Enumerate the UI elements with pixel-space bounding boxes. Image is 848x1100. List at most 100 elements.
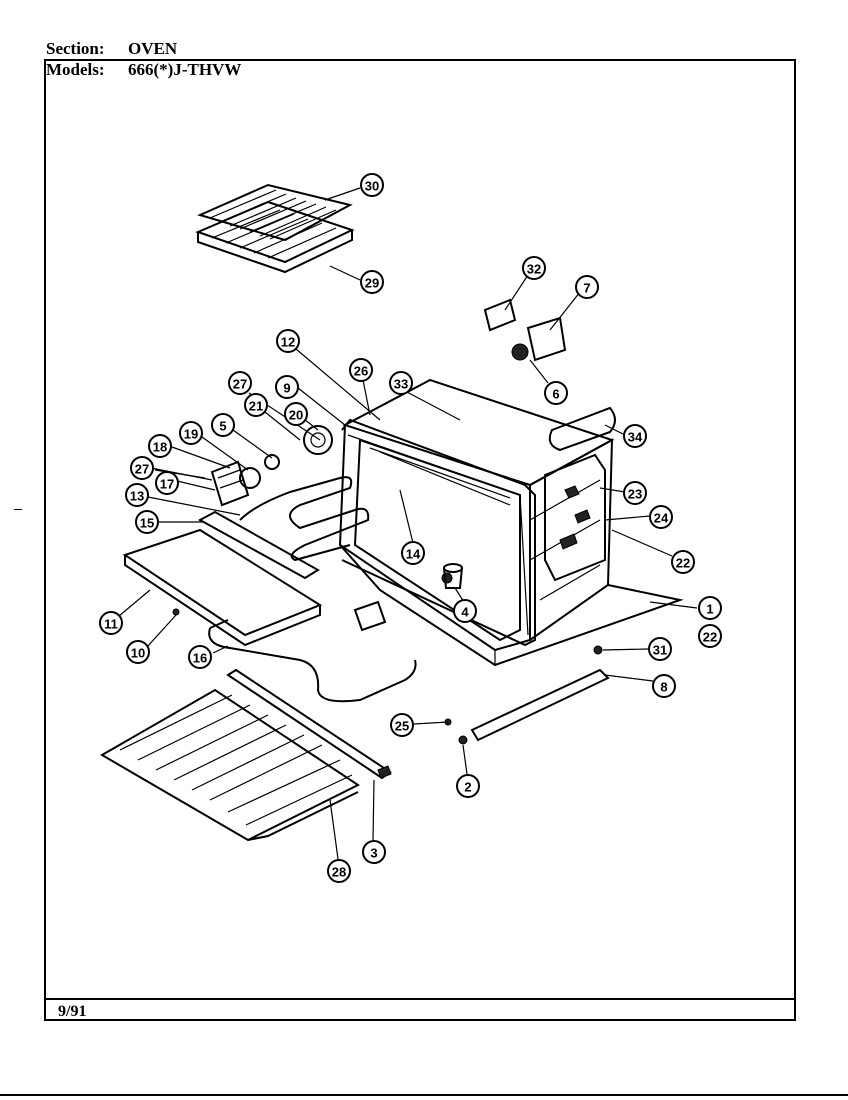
callout-15: 15 — [135, 510, 159, 534]
callout-20: 20 — [284, 402, 308, 426]
callout-number: 29 — [365, 276, 379, 291]
callout-32: 32 — [522, 256, 546, 280]
footer-date: 9/91 — [58, 1003, 87, 1020]
screws — [172, 608, 468, 745]
broil-element — [239, 476, 370, 562]
footer-divider — [44, 998, 796, 1000]
callout-19: 19 — [179, 421, 203, 445]
callout-number: 4 — [461, 605, 469, 620]
margin-tick — [14, 509, 22, 510]
callout-6: 6 — [544, 381, 568, 405]
callout-number: 23 — [628, 487, 642, 502]
oven-cavity — [338, 378, 684, 667]
callout-21: 21 — [244, 393, 268, 417]
callout-34: 34 — [623, 424, 647, 448]
callout-28: 28 — [327, 859, 351, 883]
callout-33: 33 — [389, 371, 413, 395]
section-value: OVEN — [128, 39, 178, 58]
bottom-rule — [0, 1094, 848, 1096]
callout-number: 6 — [552, 387, 559, 402]
callout-27: 27 — [228, 371, 252, 395]
diagram-frame — [44, 59, 796, 1021]
vent-trim — [548, 406, 616, 452]
terminal-block — [353, 572, 453, 632]
callout-number: 19 — [184, 427, 198, 442]
callout-1: 1 — [698, 596, 722, 620]
callout-number: 10 — [131, 646, 145, 661]
section-label: Section: — [46, 39, 105, 58]
callout-number: 31 — [653, 643, 667, 658]
callout-number: 22 — [703, 630, 717, 645]
callout-number: 9 — [283, 381, 290, 396]
callout-27: 27 — [130, 456, 154, 480]
callout-8: 8 — [652, 674, 676, 698]
callout-number: 30 — [365, 179, 379, 194]
control-bracket — [544, 453, 606, 582]
callout-31: 31 — [648, 637, 672, 661]
rack-support — [226, 668, 392, 780]
callout-number: 18 — [153, 440, 167, 455]
convection-fan — [210, 425, 333, 507]
callout-number: 7 — [583, 281, 590, 296]
callout-number: 24 — [654, 511, 669, 526]
callout-7: 7 — [575, 275, 599, 299]
callout-number: 5 — [219, 419, 226, 434]
callout-number: 1 — [706, 602, 713, 617]
section-header: Section: OVEN — [46, 40, 177, 58]
door-frame-gasket — [341, 418, 536, 647]
callout-11: 11 — [99, 611, 123, 635]
callout-25: 25 — [390, 713, 414, 737]
callout-number: 16 — [193, 651, 207, 666]
callout-2: 2 — [456, 774, 480, 798]
callout-23: 23 — [623, 481, 647, 505]
callout-9: 9 — [275, 375, 299, 399]
callout-13: 13 — [125, 483, 149, 507]
callout-number: 32 — [527, 262, 541, 277]
thermostat-bracket — [483, 298, 567, 362]
callout-12: 12 — [276, 329, 300, 353]
callout-number: 12 — [281, 335, 295, 350]
callout-number: 27 — [233, 377, 247, 392]
callout-number: 11 — [104, 617, 118, 632]
callout-10: 10 — [126, 640, 150, 664]
callout-number: 34 — [628, 430, 643, 445]
callout-number: 15 — [140, 516, 154, 531]
callout-number: 13 — [130, 489, 144, 504]
callout-number: 2 — [464, 780, 471, 795]
callout-26: 26 — [349, 358, 373, 382]
models-value: 666(*)J-THVW — [128, 60, 242, 79]
callout-number: 27 — [135, 462, 149, 477]
callout-22: 22 — [671, 550, 695, 574]
callout-18: 18 — [148, 434, 172, 458]
callout-4: 4 — [453, 599, 477, 623]
callout-14: 14 — [401, 541, 425, 565]
callout-number: 3 — [370, 846, 377, 861]
callout-17: 17 — [155, 471, 179, 495]
callout-22: 22 — [698, 624, 722, 648]
callout-number: 33 — [394, 377, 408, 392]
models-label: Models: — [46, 60, 105, 79]
callout-24: 24 — [649, 505, 673, 529]
callout-number: 20 — [289, 408, 303, 423]
callout-number: 28 — [332, 865, 346, 880]
callout-30: 30 — [360, 173, 384, 197]
kick-plate — [470, 645, 610, 742]
callout-number: 25 — [395, 719, 409, 734]
callout-3: 3 — [362, 840, 386, 864]
callout-number: 14 — [406, 547, 421, 562]
temp-sensor — [443, 563, 463, 589]
broiler-pan — [195, 200, 355, 274]
callout-5: 5 — [211, 413, 235, 437]
callout-16: 16 — [188, 645, 212, 669]
callout-number: 22 — [676, 556, 690, 571]
callout-29: 29 — [360, 270, 384, 294]
models-header: Models: 666(*)J-THVW — [46, 61, 241, 79]
callout-number: 17 — [160, 477, 174, 492]
callout-number: 21 — [249, 399, 263, 414]
callout-number: 8 — [660, 680, 667, 695]
bottom-panel — [122, 510, 323, 647]
oven-rack — [100, 688, 360, 842]
callout-number: 26 — [354, 364, 368, 379]
